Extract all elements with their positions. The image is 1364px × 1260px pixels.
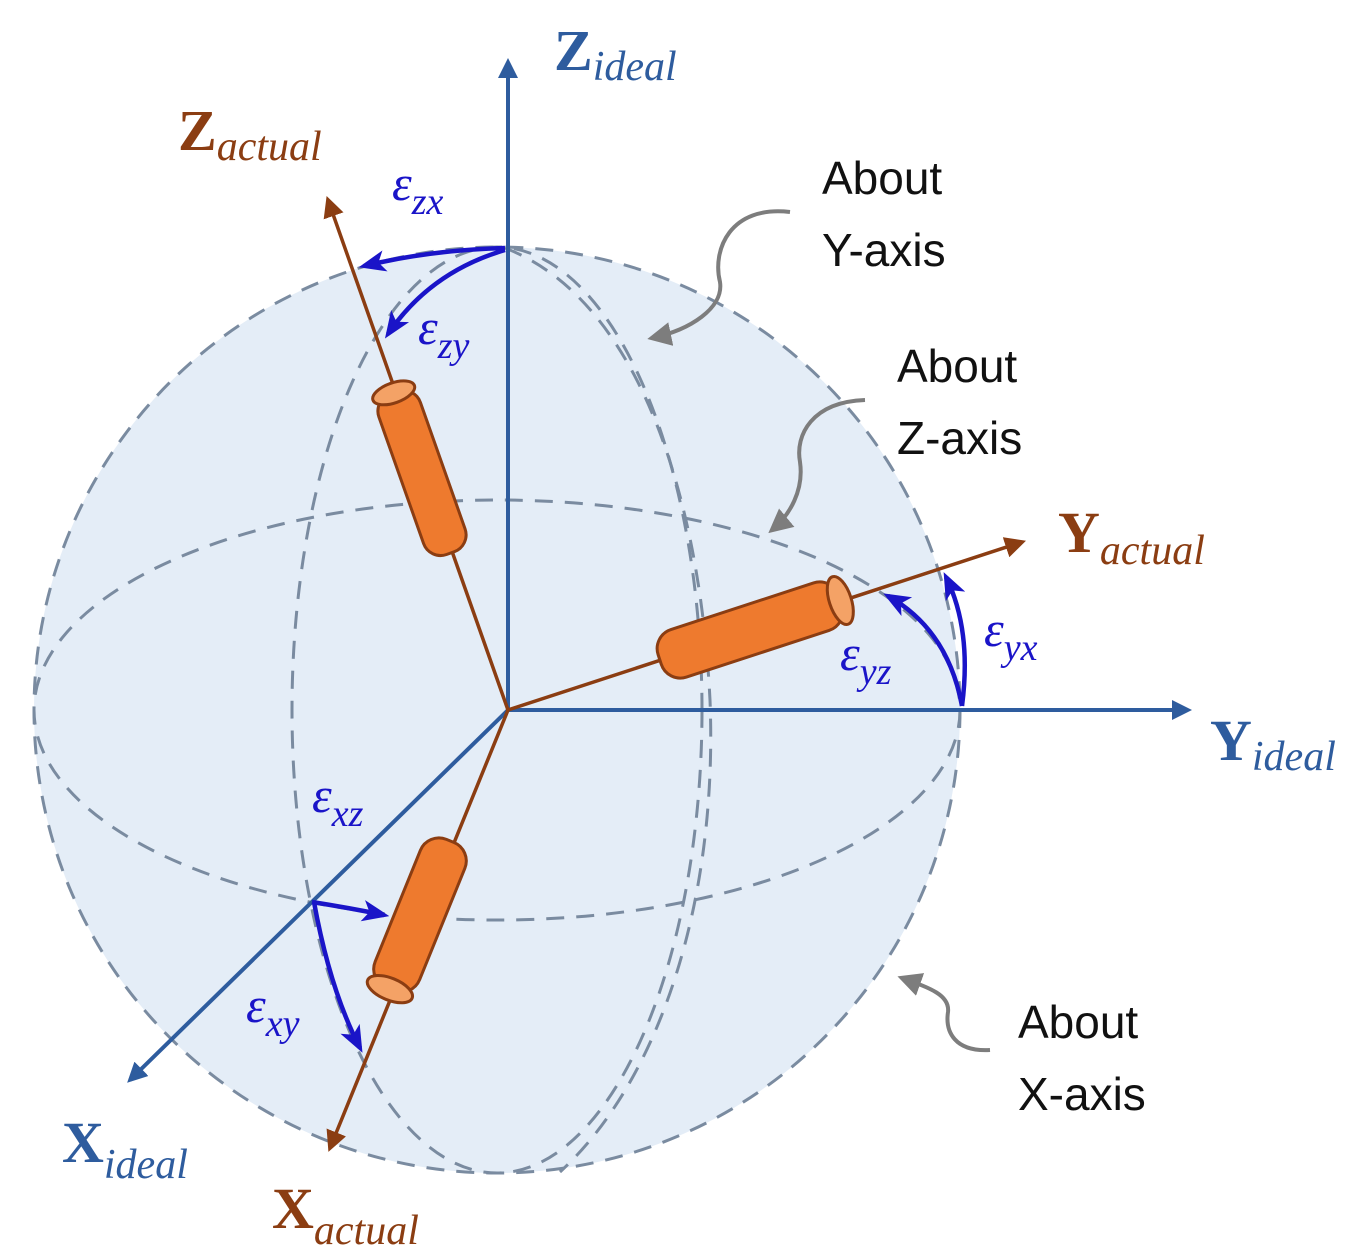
- epsilon-xz-symbol: ε: [312, 767, 332, 823]
- cylinder-y: [655, 574, 855, 680]
- about-z-axis-text: About Z-axis: [897, 340, 1030, 464]
- callout-arrow-about-x: [897, 973, 991, 1053]
- x-ideal-label: Xideal: [62, 1110, 188, 1188]
- about-y-line2: Y-axis: [822, 224, 946, 276]
- epsilon-zx-sub: zx: [411, 181, 444, 223]
- epsilon-yx-symbol: ε: [984, 601, 1004, 657]
- about-x-line2: X-axis: [1018, 1068, 1146, 1120]
- arc-epsilon-zx: [358, 245, 506, 272]
- epsilon-zy-label: εzy: [418, 299, 469, 367]
- x-actual-sub: actual: [314, 1208, 419, 1254]
- callout-arrow-about-y: [647, 209, 791, 346]
- about-x-axis-text: About X-axis: [1018, 996, 1151, 1120]
- epsilon-yx-label: εyx: [984, 601, 1038, 669]
- z-ideal-sub: ideal: [593, 44, 677, 90]
- arc-epsilon-xz: [311, 899, 390, 922]
- x-ideal-main: X: [62, 1110, 104, 1175]
- z-ideal-main: Z: [554, 18, 593, 83]
- epsilon-yz-label: εyz: [840, 625, 892, 693]
- sphere-meridian-right: [504, 246, 713, 1174]
- epsilon-zx-label: εzx: [392, 155, 443, 223]
- about-y-axis-text: About Y-axis: [822, 152, 955, 276]
- arc-epsilon-yx: [943, 572, 967, 707]
- arc-epsilon-yz: [883, 593, 965, 707]
- z-actual-sub: actual: [217, 124, 322, 170]
- y-ideal-sub: ideal: [1252, 734, 1336, 780]
- about-z-line1: About: [897, 340, 1017, 392]
- epsilon-zy-sub: zy: [437, 325, 470, 367]
- arc-epsilon-zy: [384, 247, 506, 339]
- error-arcs: [311, 245, 967, 1053]
- y-actual-main: Y: [1058, 500, 1100, 565]
- ideal-axes: [127, 58, 1192, 1083]
- epsilon-xy-label: εxy: [246, 977, 300, 1045]
- cylinder-x: [365, 836, 468, 1005]
- callout-arrow-about-z: [768, 398, 866, 534]
- y-ideal-label: Yideal: [1210, 708, 1336, 780]
- epsilon-yz-sub: yz: [856, 651, 892, 693]
- epsilon-zx-symbol: ε: [392, 155, 412, 211]
- epsilon-yx-sub: yx: [1000, 627, 1038, 669]
- epsilon-xz-sub: xz: [331, 793, 364, 835]
- x-ideal-axis: [127, 708, 510, 1083]
- arc-epsilon-xy: [311, 901, 363, 1053]
- cylinder-z: [371, 379, 468, 558]
- y-ideal-main: Y: [1210, 708, 1252, 773]
- y-actual-sub: actual: [1100, 528, 1205, 574]
- about-x-line1: About: [1018, 996, 1138, 1048]
- x-ideal-sub: ideal: [104, 1142, 188, 1188]
- epsilon-xz-label: εxz: [312, 767, 364, 835]
- x-actual-main: X: [272, 1176, 314, 1241]
- about-y-line1: About: [822, 152, 942, 204]
- about-z-line2: Z-axis: [897, 412, 1022, 464]
- z-actual-main: Z: [178, 98, 217, 163]
- epsilon-xy-symbol: ε: [246, 977, 266, 1033]
- x-actual-label: Xactual: [272, 1176, 419, 1254]
- epsilon-yz-symbol: ε: [840, 625, 860, 681]
- epsilon-zy-symbol: ε: [418, 299, 438, 355]
- z-actual-label: Zactual: [178, 98, 322, 170]
- epsilon-xy-sub: xy: [265, 1003, 300, 1045]
- z-ideal-label: Zideal: [554, 18, 677, 90]
- callout-arrows: [647, 209, 991, 1053]
- y-actual-label: Yactual: [1058, 500, 1205, 574]
